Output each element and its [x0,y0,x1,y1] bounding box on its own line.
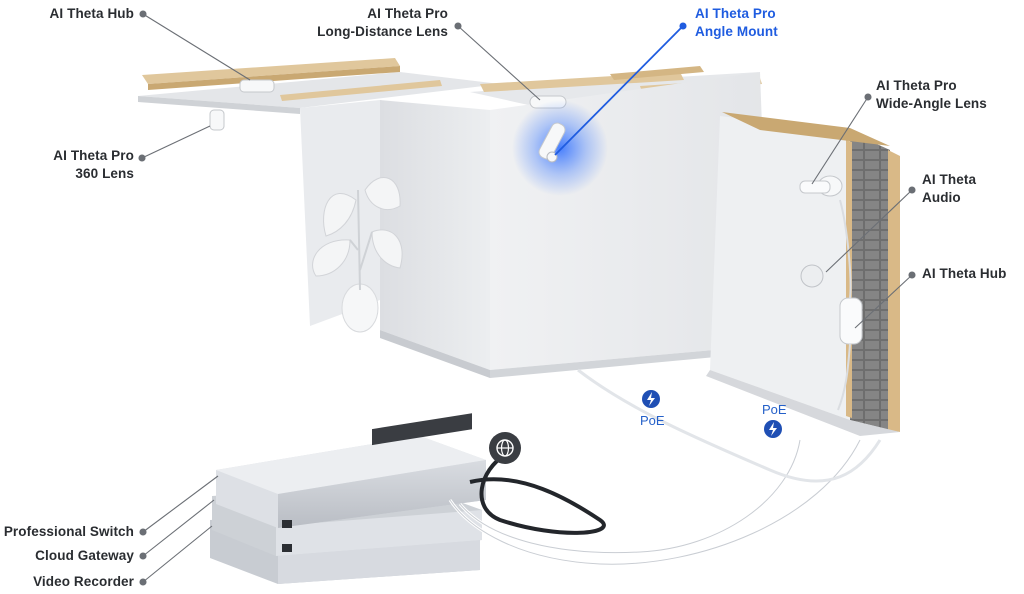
callout-professional-switch: Professional Switch [0,523,134,541]
callout-angle-mount: AI Theta Pro Angle Mount [695,5,778,41]
callout-hub-top: AI Theta Hub [0,5,134,23]
label-wide-angle-line2: Wide-Angle Lens [876,96,987,111]
plant-decoration [312,177,403,333]
label-angle-mount-line1: AI Theta Pro [695,6,776,21]
label-wide-angle-line1: AI Theta Pro [876,78,957,93]
lightning-bolt-icon [764,420,782,438]
wide-angle-lens-device [799,175,843,197]
callout-cloud-gateway: Cloud Gateway [0,547,134,565]
hub-device-wall [837,199,863,411]
label-audio-line2: Audio [922,190,961,205]
label-cloud-gateway: Cloud Gateway [35,548,134,563]
label-long-distance-line1: AI Theta Pro [367,6,448,21]
callout-360-lens: AI Theta Pro 360 Lens [0,147,134,183]
callout-long-distance-lens: AI Theta Pro Long-Distance Lens [280,5,448,41]
label-360-lens-line1: AI Theta Pro [53,148,134,163]
label-360-lens-line2: 360 Lens [75,166,134,181]
label-hub-right: AI Theta Hub [922,266,1007,281]
audio-device [800,264,824,288]
callout-video-recorder: Video Recorder [0,573,134,591]
label-long-distance-line2: Long-Distance Lens [317,24,448,39]
label-professional-switch: Professional Switch [3,524,134,539]
network-rack [210,413,486,584]
globe-icon [489,432,521,464]
network-cables [448,368,882,566]
callout-hub-right: AI Theta Hub [922,265,1006,283]
hub-device-ceiling [239,79,275,93]
ceiling-slab-left [138,58,500,114]
angle-mount-device [512,100,608,196]
poe-label-right: PoE [762,402,787,417]
label-hub-top: AI Theta Hub [49,6,134,21]
lens-360-device [209,109,225,131]
left-room-side-wall [380,100,490,370]
callout-audio: AI Theta Audio [922,171,976,207]
callout-wide-angle-lens: AI Theta Pro Wide-Angle Lens [876,77,987,113]
leader-lines [138,10,916,586]
poe-label-left: PoE [640,413,665,428]
label-audio-line1: AI Theta [922,172,977,187]
lightning-bolt-icon [642,390,660,408]
label-video-recorder: Video Recorder [33,574,134,589]
label-angle-mount-line2: Angle Mount [695,24,778,39]
